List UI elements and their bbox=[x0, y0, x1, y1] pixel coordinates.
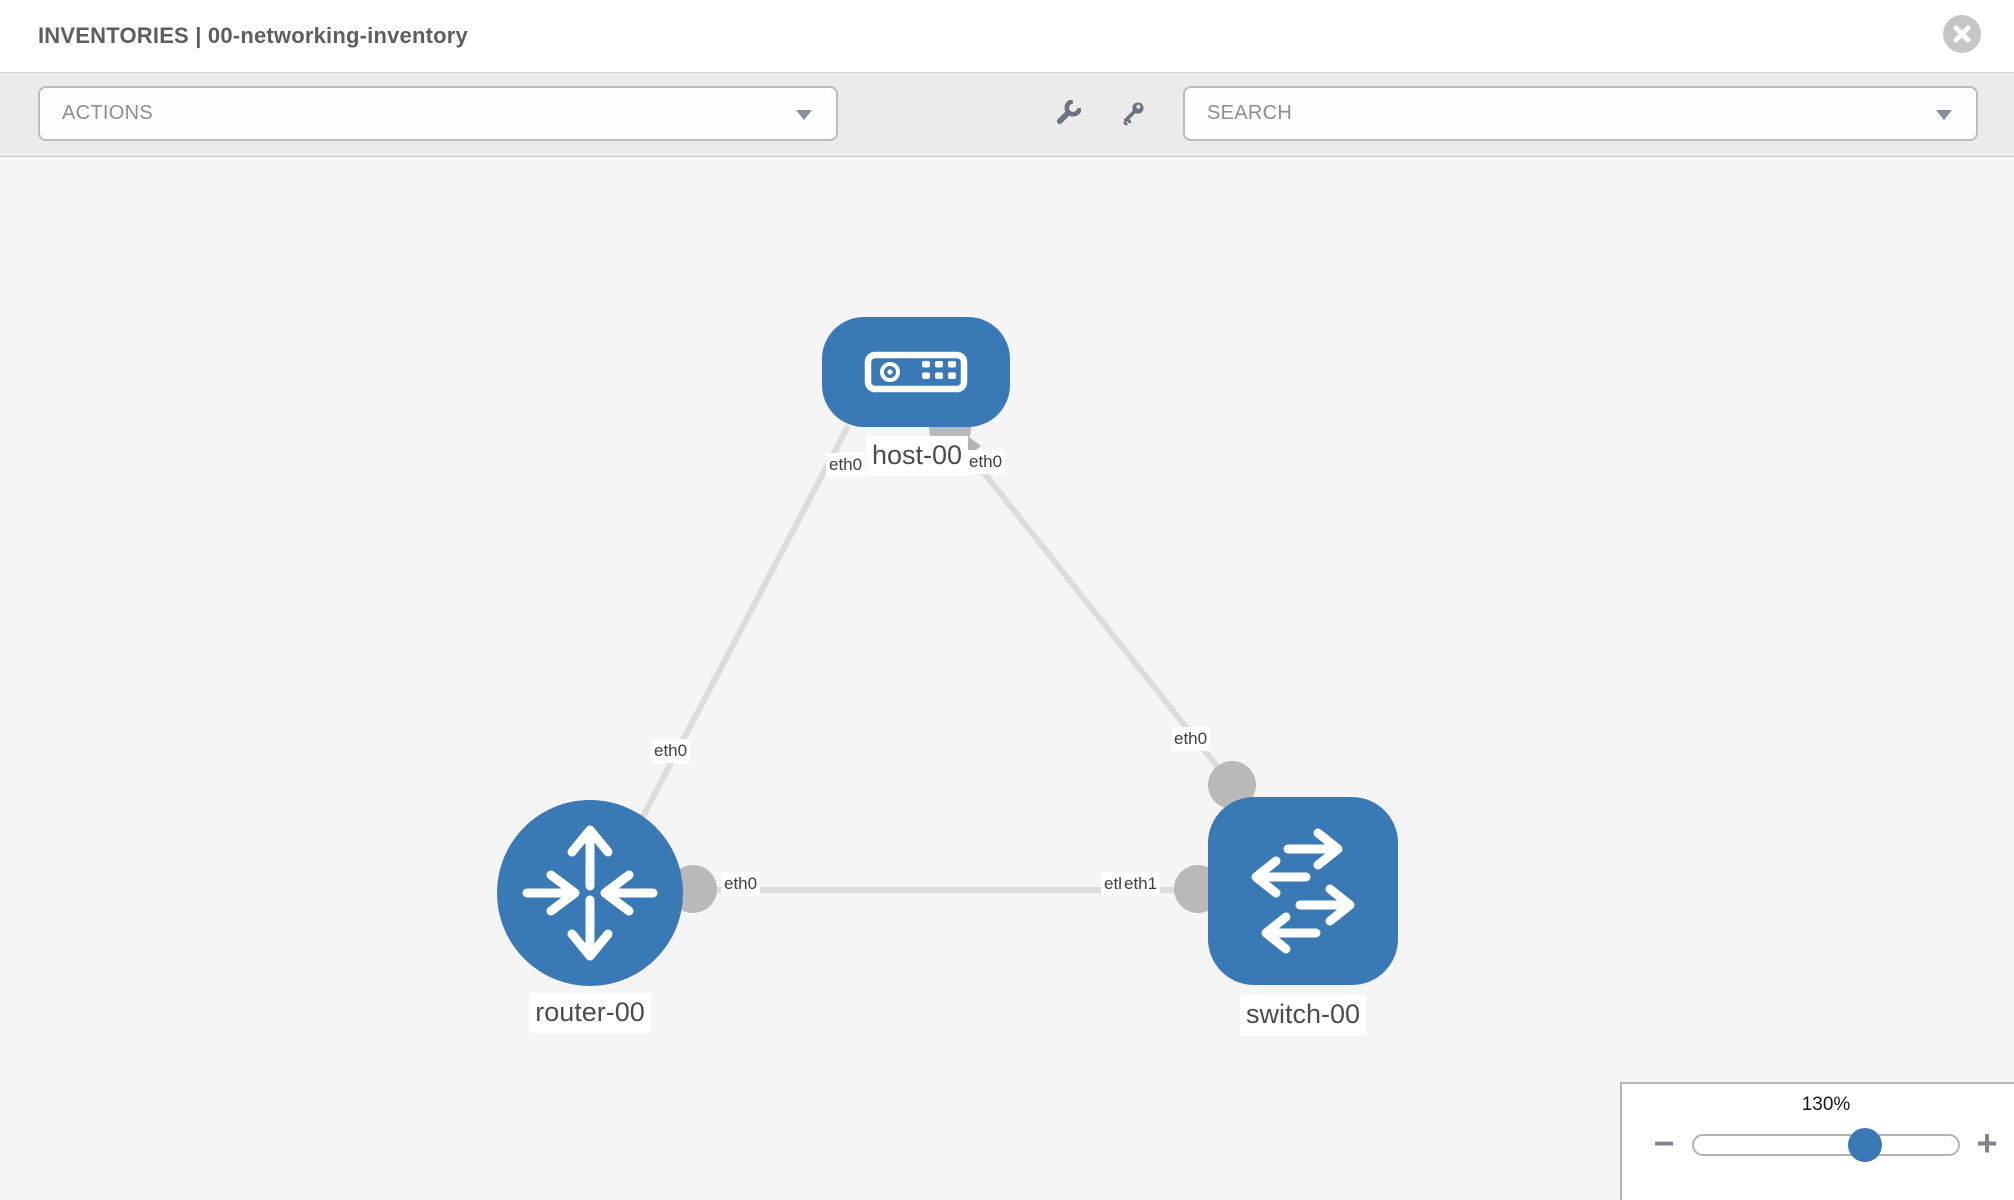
node-label-host: host-00 bbox=[865, 436, 969, 476]
interface-label-switch-left-front: eth1 bbox=[1121, 872, 1161, 897]
node-host-00[interactable] bbox=[822, 317, 1010, 427]
router-icon bbox=[522, 825, 658, 961]
close-icon bbox=[1953, 25, 1971, 43]
wrench-icon bbox=[1056, 100, 1081, 125]
zoom-in-button[interactable]: + bbox=[1976, 1122, 1998, 1164]
chevron-down-icon bbox=[796, 109, 812, 120]
topology-canvas[interactable]: host-00 router-00 switch-00 eth0 eth0 et… bbox=[0, 157, 2014, 1200]
interface-dots bbox=[669, 408, 1256, 913]
interface-label-host-right: eth0 bbox=[966, 450, 1006, 475]
node-label-router: router-00 bbox=[529, 993, 651, 1033]
interface-label-router-top: eth0 bbox=[651, 739, 691, 764]
interface-label-switch-top: eth0 bbox=[1171, 727, 1211, 752]
topology-graph bbox=[497, 317, 1398, 986]
search-dropdown[interactable]: SEARCH bbox=[1183, 86, 1978, 141]
wrench-button[interactable] bbox=[1053, 100, 1081, 128]
link-host-switch bbox=[947, 428, 1235, 787]
zoom-slider-track[interactable] bbox=[1692, 1134, 1960, 1156]
dialog-header: INVENTORIES | 00-networking-inventory bbox=[0, 0, 2014, 73]
zoom-slider-handle[interactable] bbox=[1848, 1128, 1882, 1162]
node-switch-00[interactable] bbox=[1208, 797, 1398, 985]
search-placeholder: SEARCH bbox=[1207, 102, 1293, 124]
zoom-out-button[interactable]: − bbox=[1653, 1122, 1675, 1164]
host-icon bbox=[864, 351, 968, 393]
interface-dot bbox=[1208, 761, 1256, 809]
node-router-00[interactable] bbox=[497, 800, 683, 986]
topology-links bbox=[637, 424, 1235, 893]
close-button[interactable] bbox=[1943, 15, 1981, 53]
key-button[interactable] bbox=[1119, 100, 1147, 128]
page-title: INVENTORIES | 00-networking-inventory bbox=[38, 23, 468, 48]
zoom-level-value: 130% bbox=[1801, 1094, 1851, 1115]
chevron-down-icon bbox=[1936, 109, 1952, 120]
actions-dropdown[interactable]: ACTIONS bbox=[38, 86, 838, 141]
toolbar: ACTIONS SEARCH bbox=[0, 73, 2014, 157]
interface-label-host-left: eth0 bbox=[826, 453, 866, 478]
key-icon bbox=[1123, 102, 1144, 126]
switch-icon bbox=[1251, 828, 1355, 954]
node-label-switch: switch-00 bbox=[1239, 995, 1367, 1035]
zoom-panel: 130% − + bbox=[1620, 1082, 2014, 1200]
actions-dropdown-label: ACTIONS bbox=[62, 102, 153, 124]
interface-label-router-right: eth0 bbox=[721, 872, 761, 897]
